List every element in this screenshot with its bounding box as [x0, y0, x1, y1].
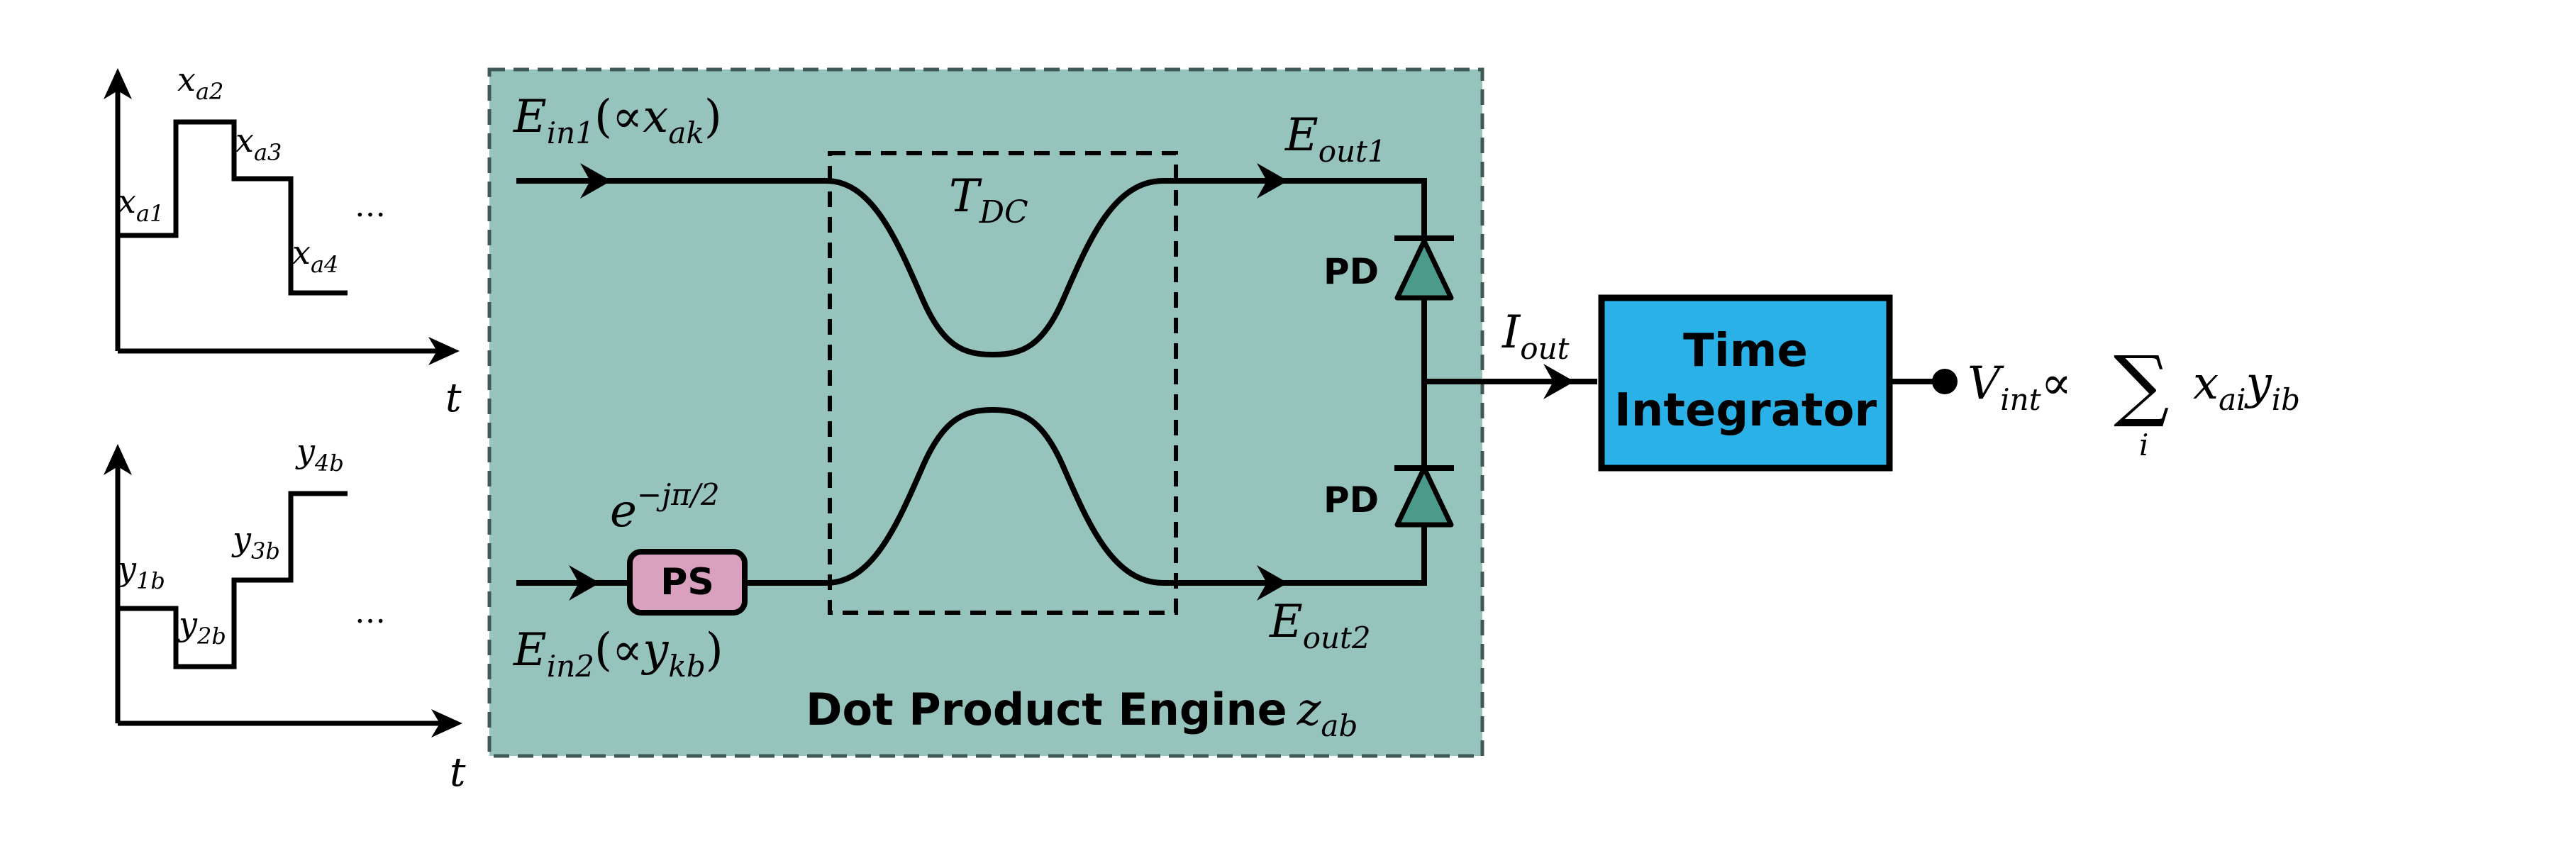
bottom-waveguide	[516, 382, 1427, 586]
photodiode-bottom	[1394, 465, 1454, 528]
coupler-region	[828, 151, 1178, 615]
integrator-line2: Integrator	[1614, 384, 1877, 437]
bottom-input-arrow	[569, 565, 600, 601]
signal-b-x-arrow	[431, 709, 462, 738]
signal-b-step-2: y2b	[177, 605, 226, 650]
signal-a-step-4: xa4	[292, 233, 338, 278]
signal-b-y-arrow	[104, 444, 132, 475]
signal-b-step-3: y3b	[231, 520, 280, 564]
photodiode-top-label: PD	[1323, 251, 1379, 292]
output1-label: Eout1	[1284, 109, 1387, 169]
top-input-arrow	[580, 163, 611, 199]
phase-shifter-label: PS	[660, 561, 714, 603]
coupler-transfer-label: TDC	[949, 170, 1028, 230]
signal-a-y-arrow	[104, 68, 132, 99]
signal-a-step-3: xa3	[235, 121, 282, 166]
signal-a-step-2: xa2	[177, 60, 223, 105]
signal-b-time-label: t	[450, 750, 466, 796]
result-sum-index: i	[2139, 428, 2148, 462]
input2-label: Ein2(∝ykb)	[513, 624, 723, 684]
phase-shifter	[627, 549, 748, 616]
signal-b-plot: y1b y2b y3b y4b … t	[104, 432, 466, 796]
signal-b-step-4: y4b	[295, 432, 344, 477]
result-terms: xaiyib	[2193, 357, 2300, 417]
integrator-line1: Time	[1683, 325, 1808, 377]
result-sum-symbol: ∑	[2114, 339, 2170, 430]
time-integrator	[1598, 294, 1893, 472]
signal-a-waveform	[118, 119, 348, 296]
photodiode-top	[1394, 235, 1454, 301]
output2-label: Eout2	[1269, 596, 1371, 655]
input1-label: Ein1(∝xak)	[513, 91, 722, 150]
top-output-arrow	[1257, 163, 1288, 199]
phase-term: e−jπ/2	[610, 477, 720, 538]
signal-a-x-arrow	[428, 337, 460, 365]
top-waveguide	[516, 178, 1427, 382]
current-arrow	[1543, 364, 1575, 399]
bottom-output-arrow	[1257, 565, 1288, 601]
photodiode-bottom-label: PD	[1323, 479, 1379, 521]
signal-a-time-label: t	[445, 375, 462, 421]
signal-a-ellipsis: …	[355, 188, 386, 224]
signal-b-waveform	[118, 491, 348, 669]
signal-a-plot: xa1 xa2 xa3 xa4 … t	[104, 60, 462, 421]
output-terminal	[1932, 369, 1958, 394]
result-voltage: Vint∝	[1967, 357, 2072, 417]
signal-b-step-1: y1b	[116, 550, 165, 594]
current-label: Iout	[1501, 306, 1570, 366]
signal-a-step-1: xa1	[118, 182, 164, 227]
signal-b-ellipsis: …	[355, 594, 386, 630]
